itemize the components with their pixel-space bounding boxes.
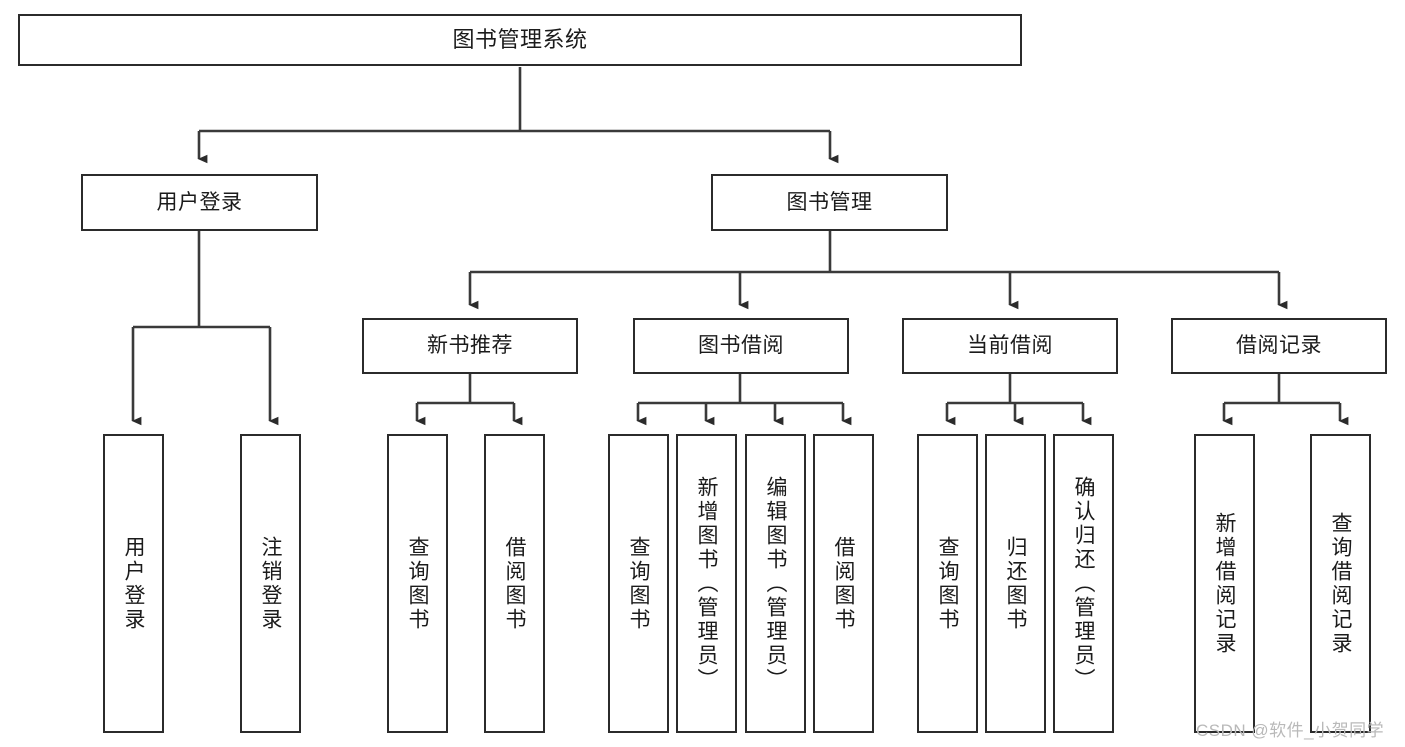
node-leaf-add-book-label: 新增图书（管理员） (695, 475, 718, 692)
node-leaf-add-book[interactable]: 新增图书（管理员） (676, 434, 737, 733)
node-leaf-borrow-book-2[interactable]: 借阅图书 (813, 434, 874, 733)
node-leaf-query-book-1[interactable]: 查询图书 (387, 434, 448, 733)
node-leaf-query-book-3-label: 查询图书 (936, 535, 959, 632)
node-book-management[interactable]: 图书管理 (711, 174, 948, 231)
node-root-label: 图书管理系统 (452, 26, 588, 52)
node-leaf-borrow-book-1-label: 借阅图书 (503, 535, 526, 632)
node-leaf-add-record[interactable]: 新增借阅记录 (1194, 434, 1255, 733)
node-borrow-record[interactable]: 借阅记录 (1171, 318, 1387, 374)
node-book-management-label: 图书管理 (786, 190, 873, 214)
node-leaf-query-book-2-label: 查询图书 (627, 535, 650, 632)
node-leaf-edit-book-label: 编辑图书（管理员） (764, 475, 787, 692)
node-new-book-recommend[interactable]: 新书推荐 (362, 318, 578, 374)
node-leaf-edit-book[interactable]: 编辑图书（管理员） (745, 434, 806, 733)
node-leaf-query-book-3[interactable]: 查询图书 (917, 434, 978, 733)
node-book-borrow-label: 图书借阅 (698, 334, 784, 358)
node-leaf-borrow-book-2-label: 借阅图书 (832, 535, 855, 632)
csdn-watermark: CSDN @软件_小贺同学 (1196, 721, 1385, 740)
node-user-login-label: 用户登录 (156, 190, 243, 214)
node-current-borrow-label: 当前借阅 (967, 334, 1053, 358)
node-leaf-user-login[interactable]: 用户登录 (103, 434, 164, 733)
node-leaf-user-login-label: 用户登录 (122, 535, 145, 632)
node-leaf-logout-login-label: 注销登录 (259, 535, 282, 632)
node-leaf-query-record[interactable]: 查询借阅记录 (1310, 434, 1371, 733)
node-new-book-recommend-label: 新书推荐 (427, 334, 513, 358)
node-leaf-query-record-label: 查询借阅记录 (1329, 511, 1352, 656)
node-leaf-return-book[interactable]: 归还图书 (985, 434, 1046, 733)
node-leaf-query-book-1-label: 查询图书 (406, 535, 429, 632)
node-leaf-query-book-2[interactable]: 查询图书 (608, 434, 669, 733)
node-leaf-add-record-label: 新增借阅记录 (1213, 511, 1236, 656)
node-borrow-record-label: 借阅记录 (1236, 334, 1322, 358)
node-leaf-borrow-book-1[interactable]: 借阅图书 (484, 434, 545, 733)
node-leaf-confirm-return-label: 确认归还（管理员） (1072, 475, 1095, 692)
node-book-borrow[interactable]: 图书借阅 (633, 318, 849, 374)
node-leaf-logout-login[interactable]: 注销登录 (240, 434, 301, 733)
node-user-login[interactable]: 用户登录 (81, 174, 318, 231)
node-leaf-confirm-return[interactable]: 确认归还（管理员） (1053, 434, 1114, 733)
node-current-borrow[interactable]: 当前借阅 (902, 318, 1118, 374)
node-leaf-return-book-label: 归还图书 (1004, 535, 1027, 632)
node-root[interactable]: 图书管理系统 (18, 14, 1022, 66)
